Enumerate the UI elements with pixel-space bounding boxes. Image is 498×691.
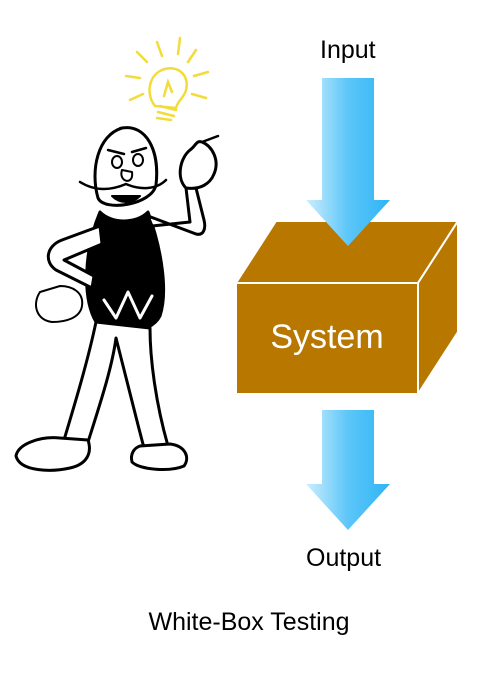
lightbulb-icon [124, 36, 210, 122]
input-arrow [306, 78, 390, 246]
system-label: System [270, 318, 384, 356]
system-box [234, 217, 460, 398]
system-box-front [235, 282, 419, 395]
thinking-man-icon [14, 126, 220, 472]
output-arrow [306, 410, 390, 530]
output-label: Output [306, 544, 382, 572]
diagram-caption: White-Box Testing [148, 608, 350, 636]
input-label: Input [320, 36, 376, 64]
